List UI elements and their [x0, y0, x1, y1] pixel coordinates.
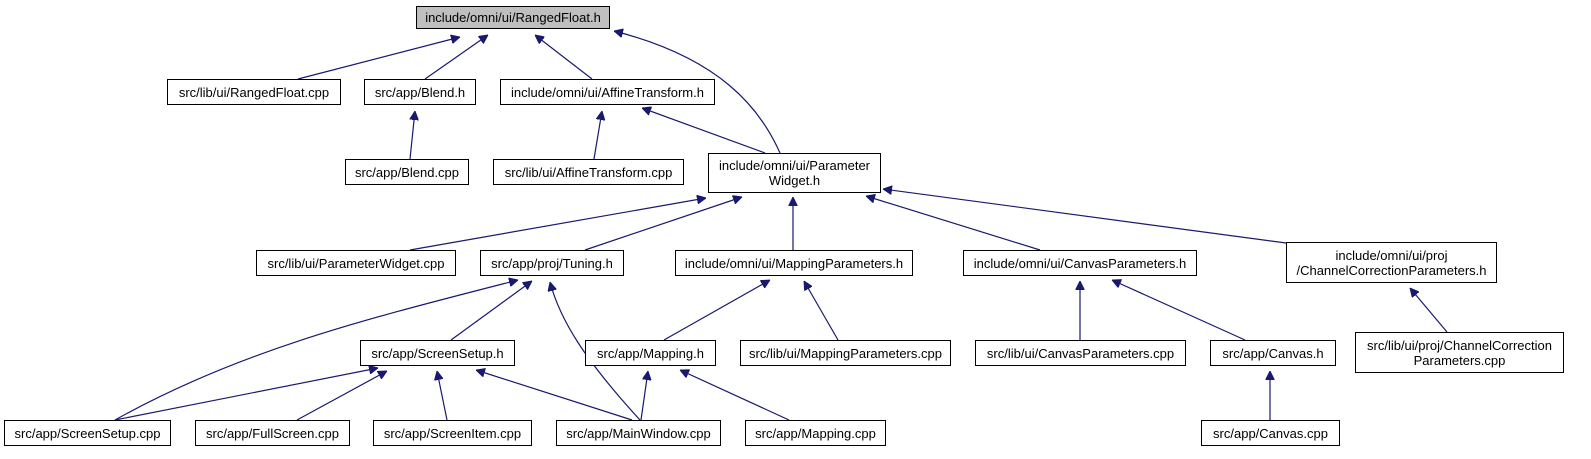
edge-channelcorrection-h-to-parameterwidget-h: [883, 189, 1287, 244]
edge-channelcorrection-cpp-to-channelcorrection-h: [1410, 288, 1448, 333]
node-rangedfloat-cpp[interactable]: src/lib/ui/RangedFloat.cpp: [167, 79, 341, 105]
edge-mapping-cpp-to-mapping-h: [680, 370, 790, 421]
node-rangedfloat-h: include/omni/ui/RangedFloat.h: [416, 6, 610, 29]
node-tuning-h[interactable]: src/app/proj/Tuning.h: [480, 250, 624, 276]
edge-canvas-h-to-canvasparameters-h: [1112, 280, 1246, 341]
node-mappingparameters-cpp[interactable]: src/lib/ui/MappingParameters.cpp: [740, 340, 951, 366]
edge-mapping-h-to-mappingparameters-h: [663, 279, 770, 341]
edge-blend-cpp-to-blend-h: [409, 111, 415, 160]
node-screensetup-cpp[interactable]: src/app/ScreenSetup.cpp: [4, 420, 171, 446]
edge-screensetup-cpp-to-screensetup-h: [114, 368, 378, 421]
node-blend-cpp[interactable]: src/app/Blend.cpp: [345, 159, 469, 185]
node-mapping-cpp[interactable]: src/app/Mapping.cpp: [745, 420, 886, 446]
edge-mappingparameters-cpp-to-mappingparameters-h: [803, 281, 839, 341]
node-mainwindow-cpp[interactable]: src/app/MainWindow.cpp: [556, 420, 721, 446]
node-mapping-h[interactable]: src/app/Mapping.h: [585, 340, 716, 366]
node-channelcorrectionparameters-h[interactable]: include/omni/ui/proj /ChannelCorrectionP…: [1286, 242, 1497, 283]
node-canvas-cpp[interactable]: src/app/Canvas.cpp: [1201, 420, 1340, 446]
node-canvasparameters-cpp[interactable]: src/lib/ui/CanvasParameters.cpp: [975, 340, 1186, 366]
edge-tuning-h-to-parameterwidget-h: [584, 197, 742, 251]
edge-screensetup-cpp-to-tuning-h: [114, 280, 518, 421]
node-canvas-h[interactable]: src/app/Canvas.h: [1210, 340, 1336, 366]
node-parameterwidget-cpp[interactable]: src/lib/ui/ParameterWidget.cpp: [256, 250, 456, 276]
edge-parameterwidget-h-to-affinetransform-h: [642, 108, 766, 154]
node-channelcorrectionparameters-cpp[interactable]: src/lib/ui/proj/ChannelCorrection Parame…: [1355, 332, 1564, 373]
edge-screensetup-h-to-tuning-h: [450, 281, 532, 341]
edge-canvasparameters-h-to-parameterwidget-h: [866, 196, 1041, 251]
edge-mainwindow-cpp-to-tuning-h: [550, 282, 641, 421]
node-screensetup-h[interactable]: src/app/ScreenSetup.h: [360, 340, 515, 366]
node-screenitem-cpp[interactable]: src/app/ScreenItem.cpp: [373, 420, 532, 446]
node-canvasparameters-h[interactable]: include/omni/ui/CanvasParameters.h: [963, 250, 1197, 276]
edge-parameterwidget-h-to-root: [614, 31, 781, 154]
edge-screenitem-cpp-to-screensetup-h: [437, 371, 448, 421]
node-affinetransform-cpp[interactable]: src/lib/ui/AffineTransform.cpp: [493, 159, 684, 185]
edge-fullscreen-cpp-to-screensetup-h: [296, 370, 387, 421]
edge-parameterwidget-cpp-to-parameterwidget-h: [409, 198, 706, 251]
edge-mainwindow-cpp-to-screensetup-h: [476, 370, 633, 421]
node-affinetransform-h[interactable]: include/omni/ui/AffineTransform.h: [500, 79, 715, 105]
node-parameterwidget-h[interactable]: include/omni/ui/Parameter Widget.h: [708, 153, 881, 193]
edge-mainwindow-cpp-to-mapping-h: [640, 371, 648, 421]
edge-affinetransform-cpp-to-affinetransform-h: [593, 111, 602, 160]
edge-rangedfloat-cpp-to-root: [297, 37, 460, 80]
edge-blend-h-to-root: [424, 35, 488, 80]
edge-affinetransform-h-to-root: [535, 35, 593, 80]
node-mappingparameters-h[interactable]: include/omni/ui/MappingParameters.h: [675, 250, 913, 276]
node-blend-h[interactable]: src/app/Blend.h: [364, 79, 476, 105]
node-fullscreen-cpp[interactable]: src/app/FullScreen.cpp: [195, 420, 350, 446]
